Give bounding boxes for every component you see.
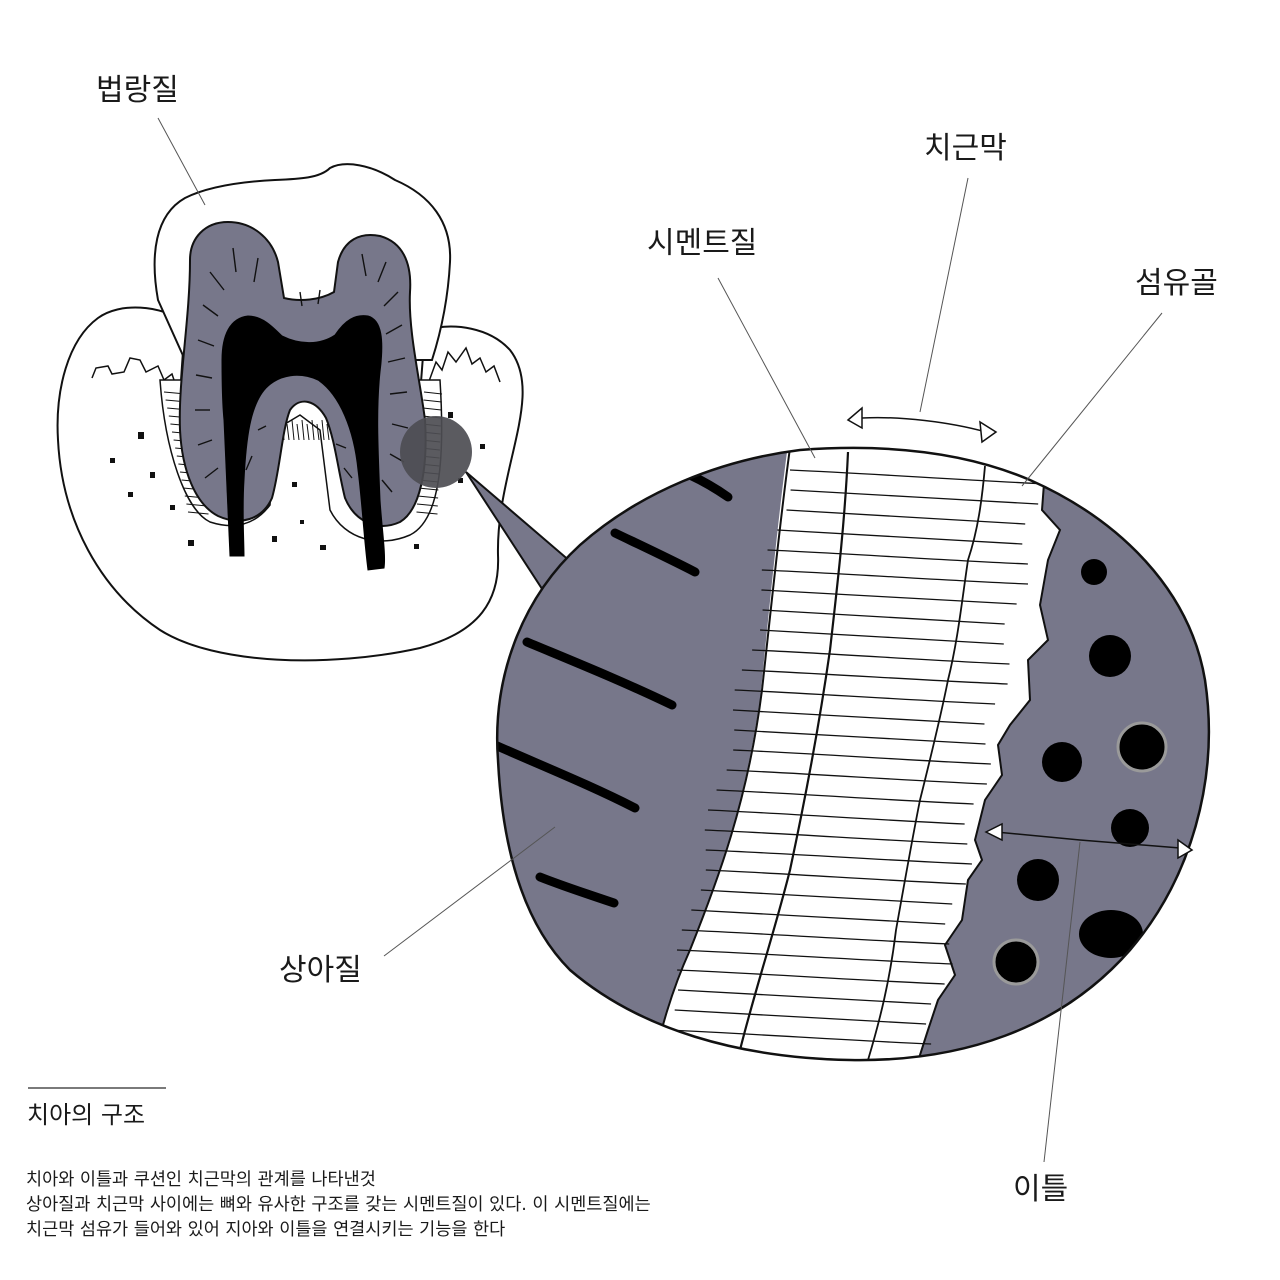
hatch-mark — [187, 511, 209, 515]
hatch-mark — [416, 511, 438, 515]
hatch-mark — [326, 423, 330, 441]
caption-divider — [28, 1087, 166, 1089]
double-arrow-bone-icon — [984, 822, 1194, 860]
bone-lacunae — [992, 559, 1168, 986]
ligament-fiber — [691, 909, 946, 925]
ligament-fiber — [741, 669, 1008, 685]
pulp-chamber — [221, 315, 386, 571]
tooth-cross-section — [56, 163, 524, 662]
hatch-mark — [301, 419, 305, 441]
cementum-ligament-boundary — [738, 451, 850, 1051]
label-enamel: 법랑질 — [96, 73, 179, 108]
dentin-cementum-boundary — [649, 447, 791, 1061]
ligament-fibers — [655, 469, 1049, 1061]
ligament-fiber — [677, 969, 945, 985]
ligament-fiber — [786, 509, 1026, 525]
enlarged-circle-outline — [496, 446, 1211, 1062]
ligament-fiber — [734, 729, 986, 745]
ligament-fiber — [666, 1029, 932, 1045]
caption-line: 치근막 섬유가 들어와 있어 지아와 이틀을 연결시키는 기능을 한다 — [26, 1220, 506, 1240]
leader-enamel — [157, 117, 206, 206]
leader-lines — [157, 117, 1163, 1163]
bone-speckles — [110, 412, 485, 550]
hatch-mark — [311, 419, 315, 441]
caption-line: 치아와 이틀과 쿠션인 치근막의 관계를 나타낸것 — [26, 1170, 376, 1190]
ligament-fiber — [674, 1009, 927, 1025]
hatch-mark — [321, 419, 325, 441]
double-arrow-ligament-icon — [846, 406, 998, 444]
ligament-fiber — [789, 469, 1049, 485]
ligament-fiber — [681, 929, 950, 945]
label-gum: 이틀 — [1013, 1172, 1069, 1207]
ligament-fiber — [790, 489, 1039, 505]
leader-gum — [1043, 841, 1081, 1163]
leader-ligament — [919, 177, 969, 413]
dentin-zone — [497, 447, 790, 1061]
gum-edge-right — [427, 346, 501, 385]
hatch-mark — [296, 423, 300, 441]
label-fiber-bone: 섬유골 — [1135, 266, 1218, 301]
ligament-fiber — [760, 629, 1004, 645]
label-dentin: 상아질 — [279, 953, 362, 988]
caption-body: 치아와 이틀과 쿠션인 치근막의 관계를 나타낸것 상아질과 치근막 사이에는 … — [26, 1168, 651, 1243]
ligament-fiber — [700, 889, 953, 905]
ligament-fiber — [707, 809, 965, 825]
hatch-mark — [286, 423, 290, 441]
ligament-fiber — [734, 689, 996, 705]
hatch-mark — [423, 391, 443, 395]
ligament-midline — [867, 465, 986, 1061]
hatch-mark — [316, 423, 320, 441]
ligament-fiber — [704, 829, 968, 845]
ligament-fiber — [676, 949, 953, 965]
leader-fiber-bone — [1021, 312, 1163, 487]
ligament-fiber — [761, 589, 1017, 605]
ligament-fiber — [762, 609, 1005, 625]
ligament-fiber — [777, 529, 1023, 545]
ligament-fiber — [726, 769, 987, 785]
hatch-mark — [422, 407, 442, 411]
label-cementum: 시멘트질 — [647, 226, 758, 261]
ligament-fiber — [716, 789, 974, 805]
ligament-fiber — [733, 749, 991, 765]
ligament-fiber — [705, 869, 966, 885]
leader-cementum — [717, 277, 816, 459]
hatch-mark — [416, 503, 438, 507]
hatch-mark — [306, 423, 310, 441]
ligament-fiber — [761, 569, 1029, 585]
hatch-mark — [423, 399, 442, 403]
hatch-mark — [291, 419, 295, 441]
magnifier-spot — [400, 416, 472, 488]
ligament-fiber — [752, 649, 1010, 665]
ligament-fiber — [767, 549, 1028, 565]
caption-line: 상아질과 치근막 사이에는 뼈와 유사한 구조를 갖는 시멘트질이 있다. 이 … — [26, 1195, 651, 1215]
hatch-mark — [417, 495, 439, 499]
ligament-fiber — [705, 849, 972, 865]
dentin-tubules-enlarged — [497, 470, 733, 908]
leader-dentin — [383, 826, 556, 957]
ligament-fiber — [732, 709, 985, 725]
caption-title: 치아의 구조 — [27, 1101, 146, 1129]
enlarged-section — [496, 446, 1211, 1062]
ligament-fiber — [677, 989, 932, 1005]
label-periodontal-ligament: 치근막 — [924, 131, 1007, 166]
